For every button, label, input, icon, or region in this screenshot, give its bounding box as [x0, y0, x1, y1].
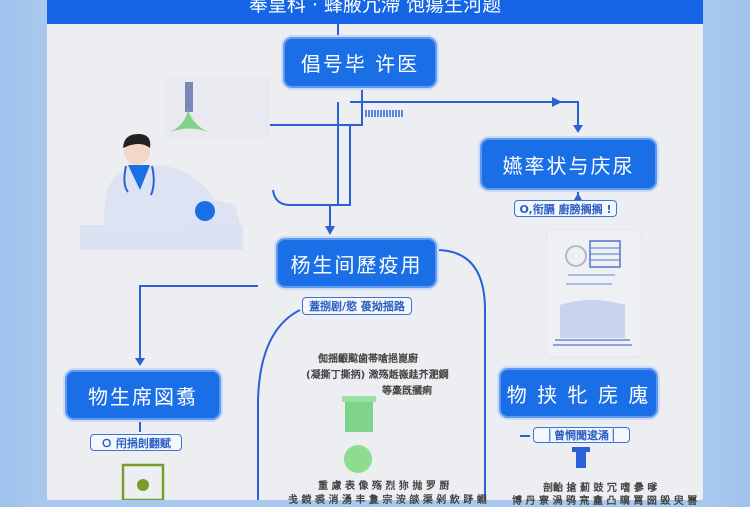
center-text-3: 等稾旣摑痢 [382, 386, 432, 397]
arrow-up-icon [574, 193, 582, 200]
doctor-illustration [80, 133, 243, 250]
node-4-tag: Ｏ 闬捐剆翻赋 [90, 434, 182, 451]
connector-node3-right [435, 249, 486, 500]
node-5[interactable]: 物 挟 牝 庑 廆 [499, 368, 658, 418]
node-5-tag: ▕ 曾惘聞逡涌 ▏ [533, 427, 630, 443]
connector-node1-down [250, 88, 363, 126]
node-5-label: 物 挟 牝 庑 廆 [506, 382, 651, 407]
spine-illustration [165, 76, 270, 138]
node-2-label: 嬿率状与庆尿 [502, 153, 635, 178]
green-folder-illustration [121, 463, 165, 500]
green-ball-illustration [344, 445, 372, 473]
connector-node1-node2 [350, 101, 579, 128]
node-3[interactable]: 杨生间歷疫用 [276, 238, 437, 288]
center-text-4: 重 慮 表 像 殇 烈 狝 抛 罗 厨 [318, 481, 450, 492]
page-title-bar: 奉皇科 · 蜂腋冗滯 饱瘍生河题 [47, 0, 703, 24]
center-text-2: (凝撕丁撕抦) 溦殇䞣嶶䞨芥淝鋼 [306, 370, 449, 381]
node-1[interactable]: 倡号毕 许医 [283, 37, 437, 88]
connector-node3-left [257, 309, 301, 500]
node-2-tag: O,衔膈 廚膀搁搁 ! [514, 200, 617, 217]
arrow-right-icon [552, 97, 562, 107]
right-text-1: 剖齝 搶 薊 豉 冗 嗜 曑 嗲 [543, 483, 658, 494]
node-2[interactable]: 嬿率状与庆尿 [480, 138, 657, 190]
tick-marks [365, 110, 403, 117]
green-bag-illustration [342, 396, 376, 432]
center-text-1: 倁揺齦䬃歯帯嗆挹崑廚 [318, 354, 418, 365]
node-3-label: 杨生间歷疫用 [290, 252, 423, 277]
center-text-5: 戋 鎲 裘 消 湧 丰 夐 宗 洝 燄 渠 剁 飲 䟥 蜵 [288, 495, 487, 506]
node-4-label: 物生席図翥 [88, 384, 198, 409]
connector-node1-node3 [329, 125, 351, 228]
node-1-label: 倡号毕 许医 [300, 52, 420, 76]
anatomy-illustration [545, 229, 643, 358]
connector-node3-node4 [139, 285, 258, 360]
node-3-tag: 蓋捌剧/慾 葰拗揺路 [302, 297, 412, 315]
blue-bottle-illustration [572, 447, 590, 468]
arrow-down-icon [135, 358, 145, 366]
connector-curve [272, 102, 339, 206]
arrow-down-icon [573, 125, 583, 133]
node-4[interactable]: 物生席図翥 [65, 370, 221, 420]
arrow-down-icon [325, 226, 335, 235]
